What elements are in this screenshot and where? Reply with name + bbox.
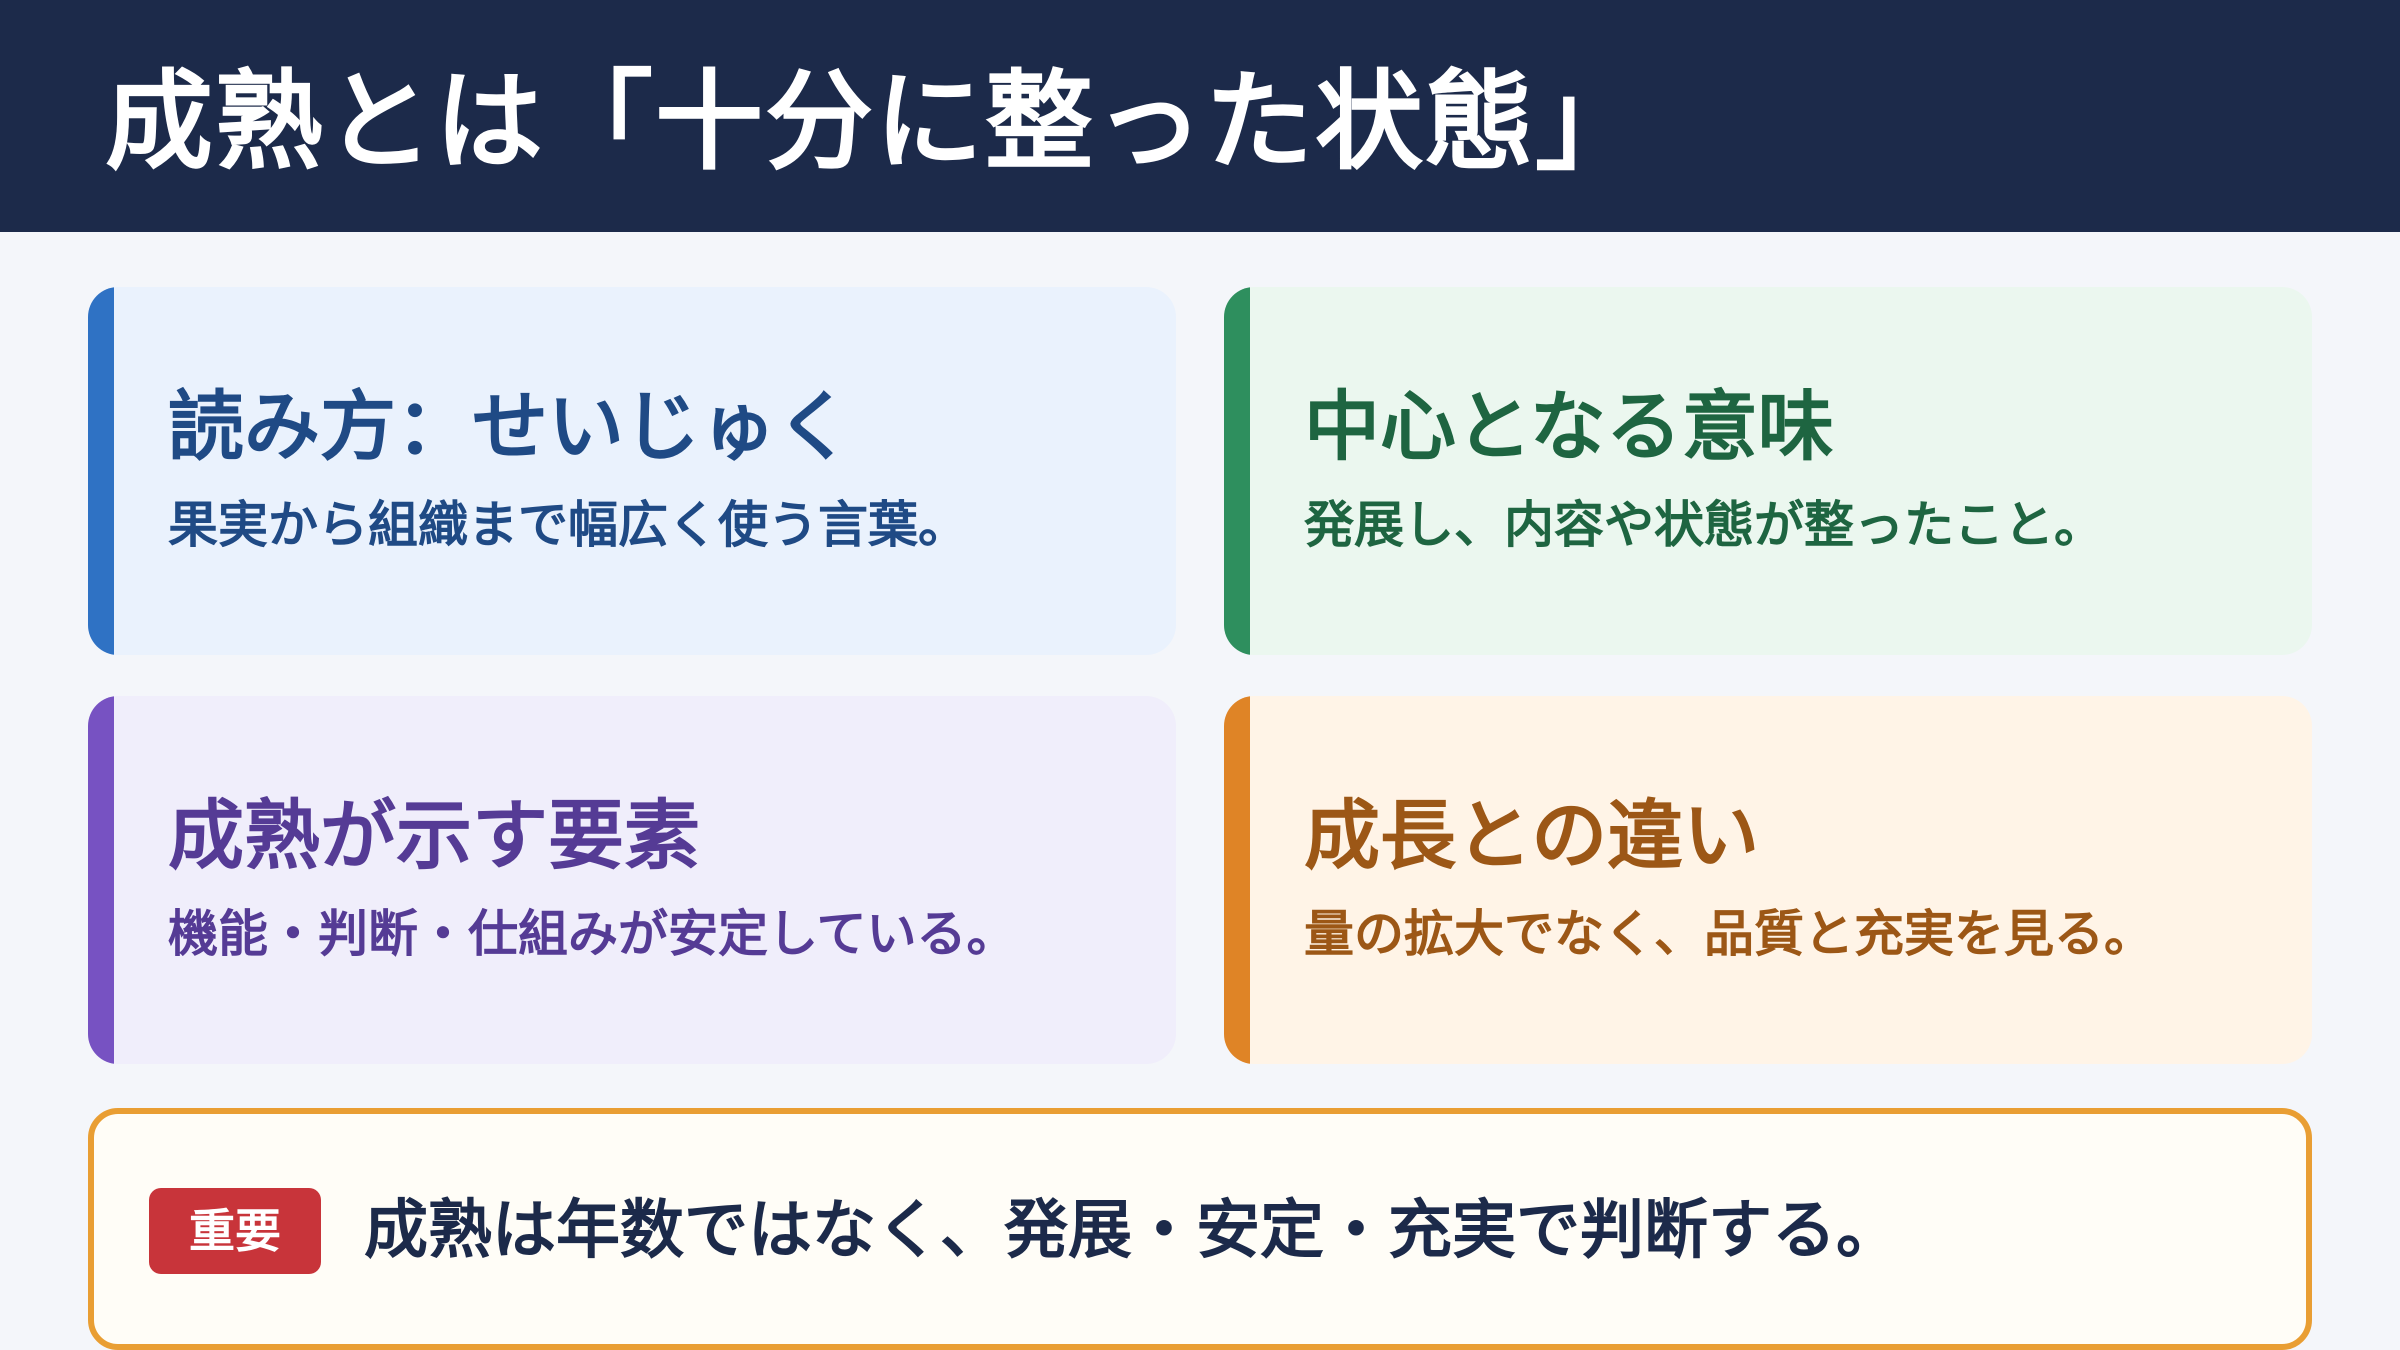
card-core-meaning: 中心となる意味 発展し、内容や状態が整ったこと。 bbox=[1224, 287, 2312, 655]
important-note-box: 重要 成熟は年数ではなく、発展・安定・充実で判断する。 bbox=[88, 1108, 2312, 1350]
page-title: 成熟とは「十分に整った状態」 bbox=[105, 60, 1646, 185]
important-note-text: 成熟は年数ではなく、発展・安定・充実で判断する。 bbox=[364, 1194, 1900, 1268]
important-badge: 重要 bbox=[149, 1188, 321, 1274]
card-difference-description: 量の拡大でなく、品質と充実を見る。 bbox=[1304, 905, 2154, 963]
card-difference-title: 成長との違い bbox=[1304, 791, 1760, 880]
card-difference: 成長との違い 量の拡大でなく、品質と充実を見る。 bbox=[1224, 696, 2312, 1064]
header-bar: 成熟とは「十分に整った状態」 bbox=[0, 0, 2400, 232]
card-reading: 読み方：せいじゅく 果実から組織まで幅広く使う言葉。 bbox=[88, 287, 1176, 655]
card-reading-description: 果実から組織まで幅広く使う言葉。 bbox=[168, 496, 968, 554]
card-reading-title: 読み方：せいじゅく bbox=[168, 382, 852, 471]
card-core-meaning-title: 中心となる意味 bbox=[1304, 382, 1834, 471]
card-elements-title: 成熟が示す要素 bbox=[168, 791, 700, 880]
card-elements: 成熟が示す要素 機能・判断・仕組みが安定している。 bbox=[88, 696, 1176, 1064]
card-elements-description: 機能・判断・仕組みが安定している。 bbox=[168, 905, 1017, 963]
card-core-meaning-description: 発展し、内容や状態が整ったこと。 bbox=[1304, 496, 2104, 554]
